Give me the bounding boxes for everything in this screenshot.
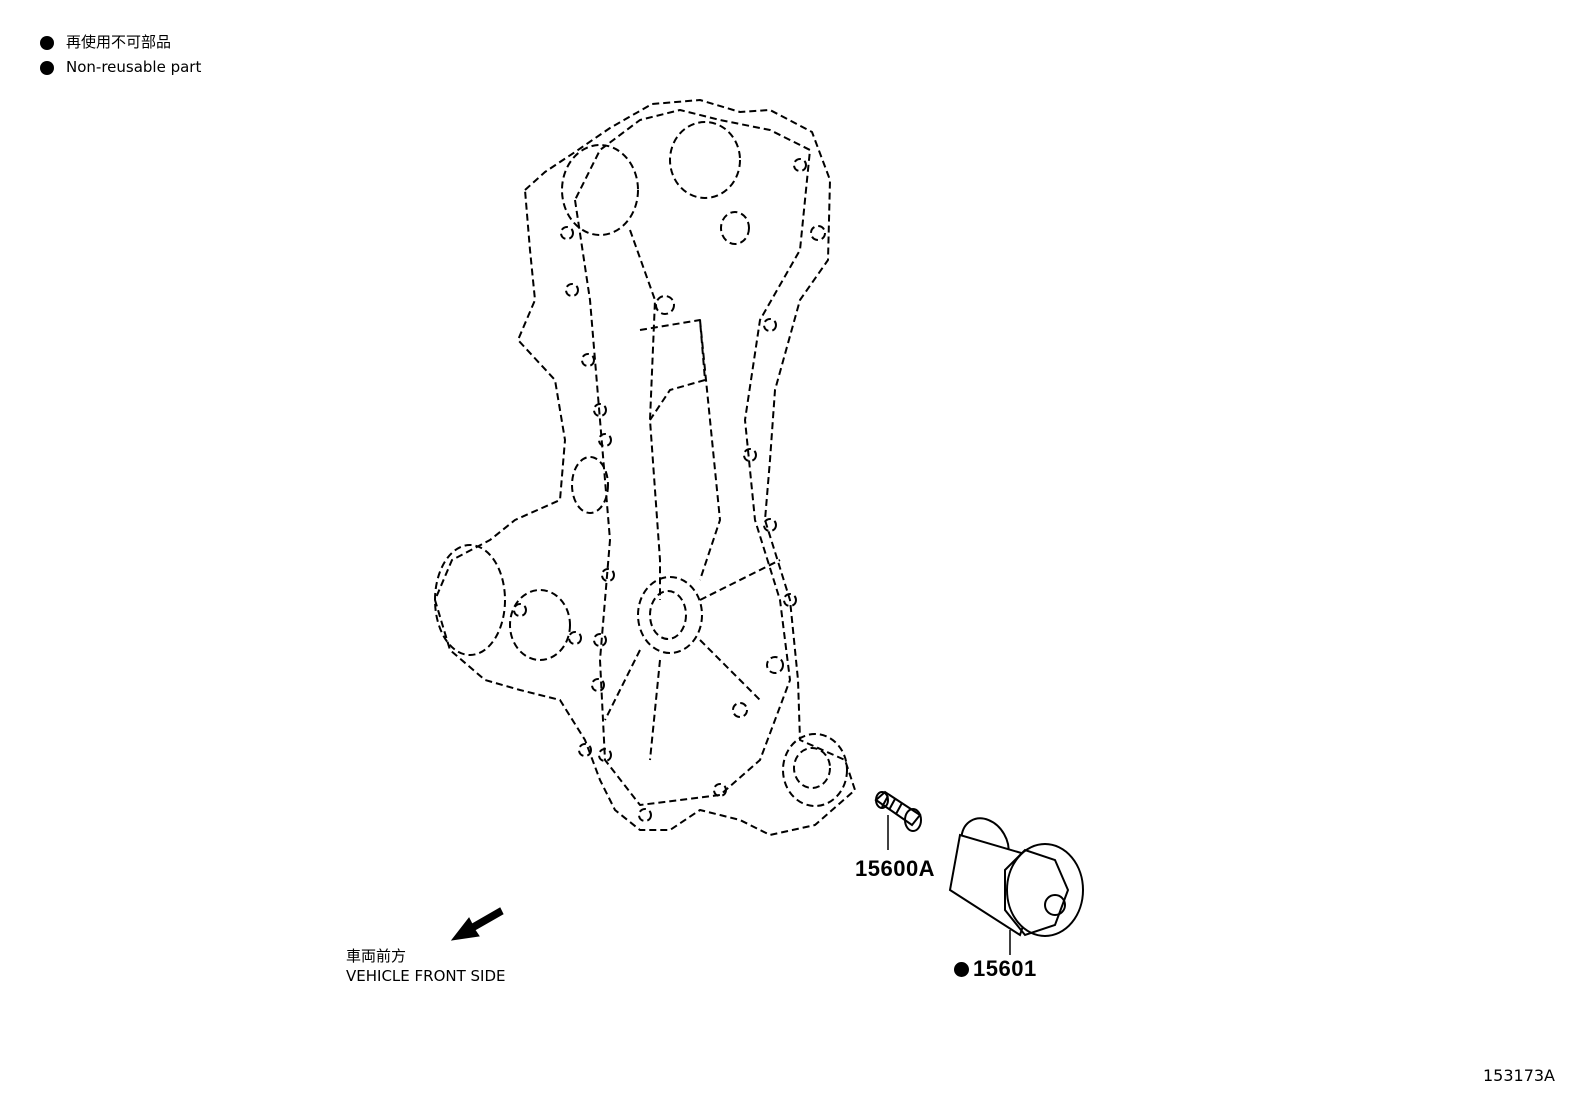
bolt-holes bbox=[513, 158, 826, 822]
side-boss bbox=[571, 456, 609, 514]
pump-housing bbox=[434, 544, 506, 656]
vehicle-front-english: VEHICLE FRONT SIDE bbox=[346, 967, 506, 985]
stud-end bbox=[904, 808, 922, 832]
crank-seal-outer bbox=[637, 576, 703, 654]
non-reusable-bullet-icon bbox=[954, 961, 969, 977]
rib-left bbox=[629, 229, 661, 600]
bullet-icon bbox=[40, 35, 54, 50]
rib-mid bbox=[639, 319, 706, 421]
upper-left-bore bbox=[561, 144, 639, 236]
timing-cover-drawing bbox=[434, 99, 856, 836]
front-arrow-icon bbox=[450, 907, 504, 941]
figure-id: 153173A bbox=[1482, 1066, 1555, 1085]
filter-center bbox=[1044, 894, 1066, 916]
filter-mount-boss bbox=[782, 733, 848, 807]
stud-drawing bbox=[874, 790, 922, 850]
part-label-filter: 15601 bbox=[954, 956, 1037, 982]
legend: 再使用不可部品 Non-reusable part bbox=[40, 30, 201, 80]
part-label-stud: 15600A bbox=[855, 856, 936, 881]
vehicle-front-japanese: 車両前方 bbox=[346, 947, 407, 965]
legend-row-english: Non-reusable part bbox=[40, 55, 201, 80]
vehicle-front-label: 車両前方 VEHICLE FRONT SIDE bbox=[346, 946, 506, 986]
bullet-icon bbox=[40, 60, 54, 75]
inner-gasket bbox=[574, 109, 811, 806]
legend-english-text: Non-reusable part bbox=[66, 58, 202, 76]
small-boss bbox=[720, 211, 750, 245]
filter-end bbox=[1006, 843, 1084, 937]
legend-row-japanese: 再使用不可部品 bbox=[40, 30, 201, 55]
stud-threads bbox=[881, 795, 903, 815]
oil-filter-drawing bbox=[948, 817, 1084, 955]
cover-outline bbox=[434, 99, 856, 836]
legend-japanese-text: 再使用不可部品 bbox=[66, 33, 172, 51]
upper-right-bore bbox=[669, 121, 741, 199]
filter-hex bbox=[1004, 848, 1070, 937]
crank-spokes bbox=[604, 559, 781, 761]
pump-boss bbox=[509, 589, 571, 661]
part-number-filter: 15601 bbox=[973, 956, 1037, 981]
stud-top bbox=[875, 791, 889, 809]
crank-seal-inner bbox=[649, 590, 687, 640]
filter-mount-inner bbox=[793, 747, 831, 789]
